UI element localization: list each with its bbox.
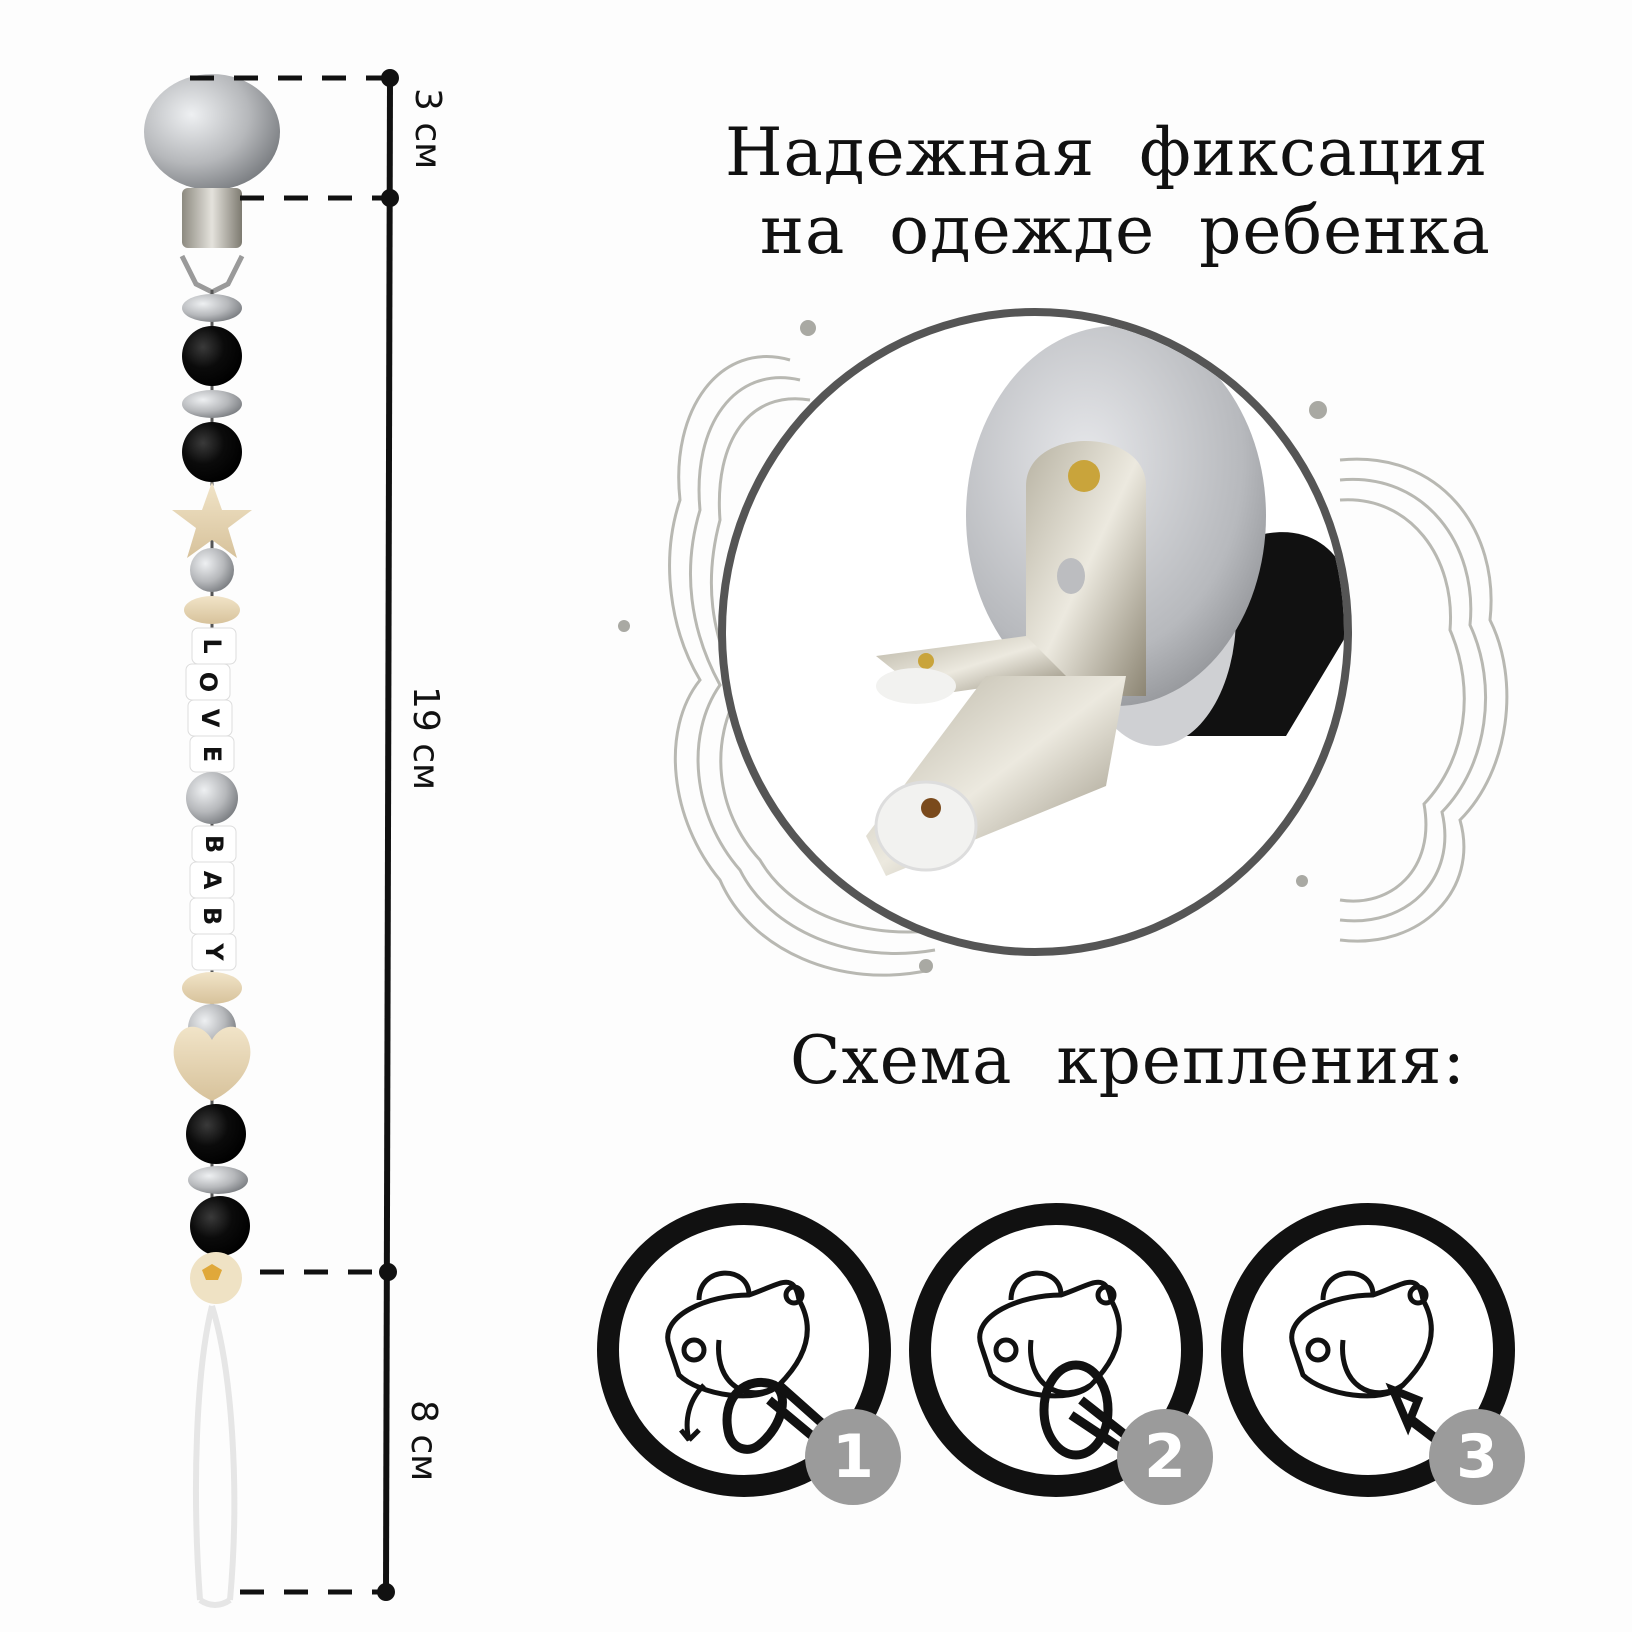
step-number-badge: 1 [805,1409,901,1505]
clip-closeup-image [866,326,1344,876]
svg-text:B: B [200,835,228,853]
scheme-step-3: 3 [1221,1203,1525,1505]
dimension-marker [381,69,399,87]
heading-line-1: Надежная фиксация [725,114,1489,191]
svg-text:B: B [198,907,226,925]
svg-text:V: V [196,709,224,728]
dimension-lines [190,69,399,1601]
pacifier-holder-image: L O V E B A B Y [144,74,280,1608]
svg-text:O: O [194,672,222,692]
svg-text:Y: Y [200,942,228,961]
clip-closeup-frame [718,308,1352,956]
step-number-badge: 2 [1117,1409,1213,1505]
bead-letter: L [198,638,226,653]
svg-text:E: E [198,746,226,762]
dot-decoration [618,620,630,632]
dimension-label-loop: 8 см [403,1400,444,1482]
svg-text:A: A [198,871,226,890]
dimension-label-clip: 3 см [407,88,448,170]
dimension-label-beads: 19 см [405,686,446,791]
scheme-step-1: 1 [597,1203,901,1505]
scheme-title: Схема крепления: [790,1022,1466,1099]
step-number-badge: 3 [1429,1409,1525,1505]
scheme-step-2: 2 [909,1203,1213,1505]
heading-line-2: на одежде ребенка [760,192,1491,269]
